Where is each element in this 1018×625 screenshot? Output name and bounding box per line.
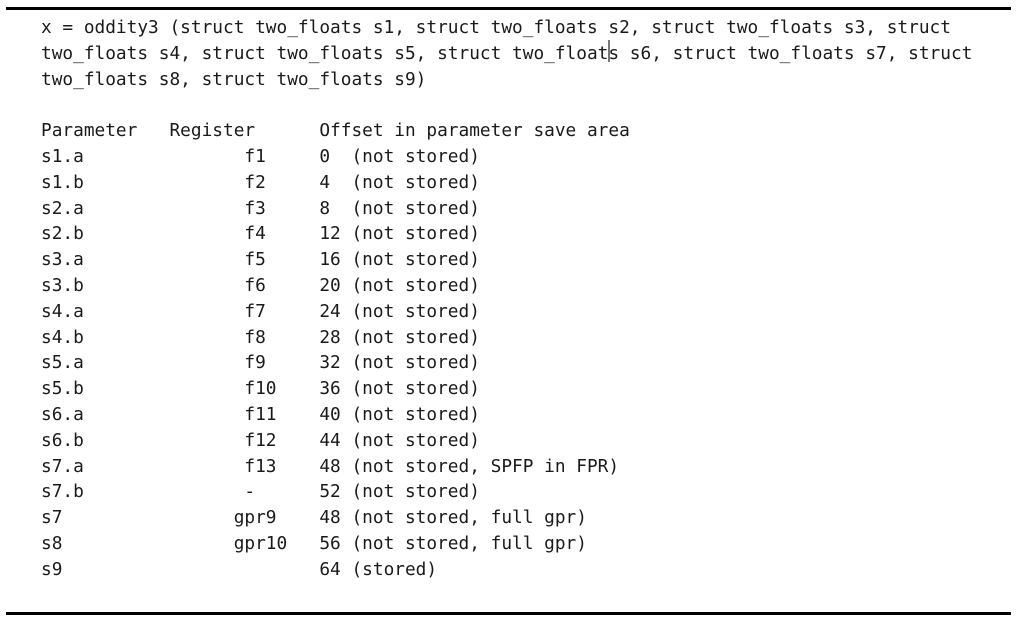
table-row: s8 gpr10 56 (not stored, full gpr) xyxy=(41,532,587,554)
table-row: s3.b f6 20 (not stored) xyxy=(41,274,480,296)
code-line-1: x = oddity3 (struct two_floats s1, struc… xyxy=(41,15,1008,41)
code-text: two_floats s4, struct two_floats s5, str… xyxy=(41,42,609,64)
bottom-rule xyxy=(6,612,1011,615)
table-row: s2.a f3 8 (not stored) xyxy=(41,197,480,219)
table-row: s3.a f5 16 (not stored) xyxy=(41,249,480,271)
top-rule xyxy=(6,7,1011,10)
code-text: s s6, struct two_floats s7, struct xyxy=(608,42,973,64)
table-row: s7.a f13 48 (not stored, SPFP in FPR) xyxy=(41,455,620,477)
table-row: s9 64 (stored) xyxy=(41,558,438,580)
code-text: two_floats s8, struct two_floats s9) xyxy=(41,68,427,90)
table-row: s6.a f11 40 (not stored) xyxy=(41,403,480,425)
table-body: s1.a f1 0 (not stored) s1.b f2 4 (not sto… xyxy=(41,144,1008,583)
code-line-2: two_floats s4, struct two_floats s5, str… xyxy=(41,39,1008,67)
table-row: s2.b f4 12 (not stored) xyxy=(41,223,480,245)
code-line-3: two_floats s8, struct two_floats s9) xyxy=(41,67,1008,93)
table-row: s1.a f1 0 (not stored) xyxy=(41,145,480,167)
table-row: s5.a f9 32 (not stored) xyxy=(41,352,480,374)
table-row: s4.b f8 28 (not stored) xyxy=(41,326,480,348)
table-row: s1.b f2 4 (not stored) xyxy=(41,171,480,193)
table-row: s7.b - 52 (not stored) xyxy=(41,481,480,503)
table-header-row: Parameter Register Offset in parameter s… xyxy=(41,120,630,142)
blank-line xyxy=(41,92,1008,118)
text-content[interactable]: x = oddity3 (struct two_floats s1, struc… xyxy=(41,15,1008,583)
table-row: s6.b f12 44 (not stored) xyxy=(41,429,480,451)
table-row: s4.a f7 24 (not stored) xyxy=(41,300,480,322)
table-row: s7 gpr9 48 (not stored, full gpr) xyxy=(41,507,587,529)
table-row: s5.b f10 36 (not stored) xyxy=(41,378,480,400)
code-text: x = oddity3 (struct two_floats s1, struc… xyxy=(41,17,951,38)
